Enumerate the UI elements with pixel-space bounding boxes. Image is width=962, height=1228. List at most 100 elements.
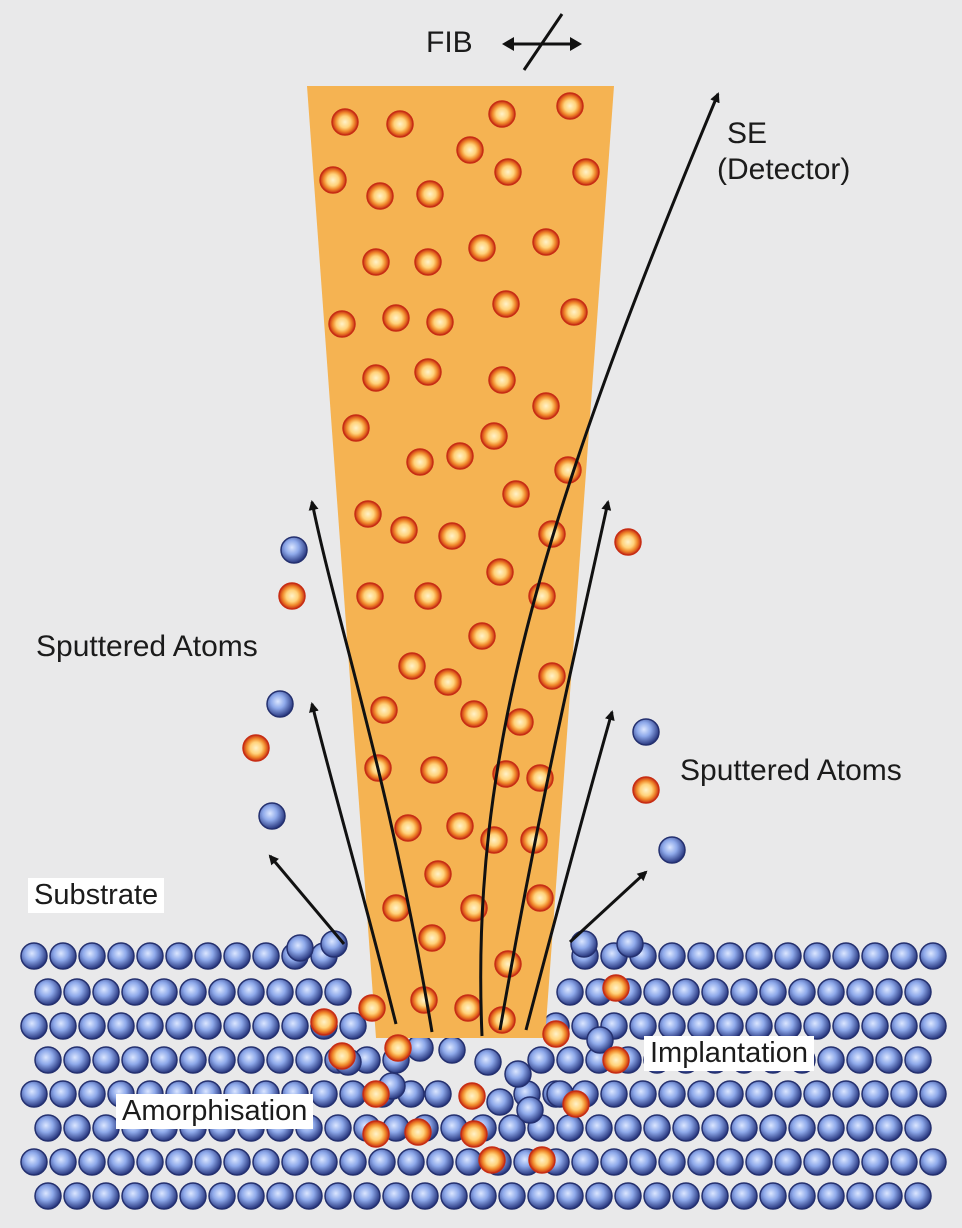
implanted-ion-atom [542, 1020, 570, 1048]
substrate-atom [411, 1182, 439, 1210]
ion-atom [532, 228, 560, 256]
substrate-atom [324, 1182, 352, 1210]
sputter-arrow [308, 500, 434, 1033]
ion-atom [370, 696, 398, 724]
sputtered-ion-atom [632, 776, 660, 804]
implanted-ion-atom [460, 1120, 488, 1148]
ion-atom [494, 950, 522, 978]
substrate-atom [614, 1114, 642, 1142]
implanted-ion-atoms [310, 974, 630, 1174]
substrate-atom [832, 1080, 860, 1108]
ion-atom [560, 298, 588, 326]
ion-atom [502, 480, 530, 508]
ion-atom [468, 622, 496, 650]
substrate-atom [614, 1182, 642, 1210]
substrate-atom [252, 1148, 280, 1176]
substrate-atom [498, 1182, 526, 1210]
substrate-atom [904, 1182, 932, 1210]
substrate-atom [136, 1012, 164, 1040]
substrate-atom [92, 1182, 120, 1210]
substrate-atom [223, 1012, 251, 1040]
substrate-atom [556, 978, 584, 1006]
substrate-atom [687, 1080, 715, 1108]
substrate-atom [832, 942, 860, 970]
ion-atom [460, 894, 488, 922]
ion-atom [556, 92, 584, 120]
substrate-atom [324, 978, 352, 1006]
implanted-ion-atom [384, 1034, 412, 1062]
ion-atom [468, 234, 496, 262]
ion-atom [362, 248, 390, 276]
ion-atom [538, 662, 566, 690]
ion-atom [494, 158, 522, 186]
substrate-atom [861, 1080, 889, 1108]
substrate-atom [759, 1182, 787, 1210]
substrate-atom [324, 1114, 352, 1142]
ion-atom [394, 814, 422, 842]
substrate-atom [121, 1046, 149, 1074]
detector-label: (Detector) [717, 153, 851, 186]
substrate-atom [179, 978, 207, 1006]
substrate-atom [266, 1182, 294, 1210]
substrate-atom [687, 1148, 715, 1176]
substrate-atom [63, 1046, 91, 1074]
ion-atom [492, 290, 520, 318]
implanted-ion-atom [358, 994, 386, 1022]
substrate-atom [861, 1148, 889, 1176]
substrate-atom [832, 1148, 860, 1176]
substrate-atom [107, 942, 135, 970]
substrate-atom [629, 1080, 657, 1108]
substrate-atom [716, 1148, 744, 1176]
substrate-atom [803, 1080, 831, 1108]
substrate-atom [875, 978, 903, 1006]
ion-atom [362, 364, 390, 392]
sputtered-atoms [242, 528, 686, 864]
substrate-atom [136, 942, 164, 970]
substrate-atom [774, 942, 802, 970]
ion-atom [480, 422, 508, 450]
substrate-atom [629, 1148, 657, 1176]
substrate-atom [424, 1080, 452, 1108]
ion-atom [414, 582, 442, 610]
substrate-atom [49, 942, 77, 970]
substrate-atom [339, 1148, 367, 1176]
substrate-atom [165, 1148, 193, 1176]
substrate-atom [817, 1182, 845, 1210]
ion-atom [506, 708, 534, 736]
substrate-atom [585, 1182, 613, 1210]
substrate-atom [904, 978, 932, 1006]
substrate-atom [658, 1080, 686, 1108]
sputtered-ion-atom [242, 734, 270, 762]
sputtered-atoms-right-label: Sputtered Atoms [680, 754, 902, 787]
substrate-atom [20, 1080, 48, 1108]
substrate-atom [586, 1026, 614, 1054]
substrate-atom [919, 942, 947, 970]
substrate-atom [498, 1114, 526, 1142]
implanted-ion-atom [404, 1118, 432, 1146]
substrate-atom [208, 1182, 236, 1210]
substrate-atom [616, 930, 644, 958]
substrate-atom [474, 1048, 502, 1076]
substrate-atom [759, 1114, 787, 1142]
ion-atom [414, 248, 442, 276]
substrate-atom [281, 1012, 309, 1040]
substrate-atom [803, 1012, 831, 1040]
trajectory-arrows [268, 92, 720, 1037]
sputter-arrow [568, 870, 648, 944]
substrate-atom [803, 942, 831, 970]
substrate-atom [759, 978, 787, 1006]
substrate-atom [629, 1012, 657, 1040]
sputtered-substrate-atom [266, 690, 294, 718]
substrate-atom [121, 978, 149, 1006]
implanted-ion-atom [602, 1046, 630, 1074]
substrate-atom [643, 1182, 671, 1210]
substrate-atom [774, 1080, 802, 1108]
substrate-atom [919, 1012, 947, 1040]
substrate-atom [875, 1114, 903, 1142]
substrate-atom [919, 1148, 947, 1176]
ion-atom [390, 516, 418, 544]
substrate-atom [252, 1012, 280, 1040]
substrate-atom [78, 1148, 106, 1176]
substrate-atom [179, 1046, 207, 1074]
sputtered-substrate-atom [632, 718, 660, 746]
